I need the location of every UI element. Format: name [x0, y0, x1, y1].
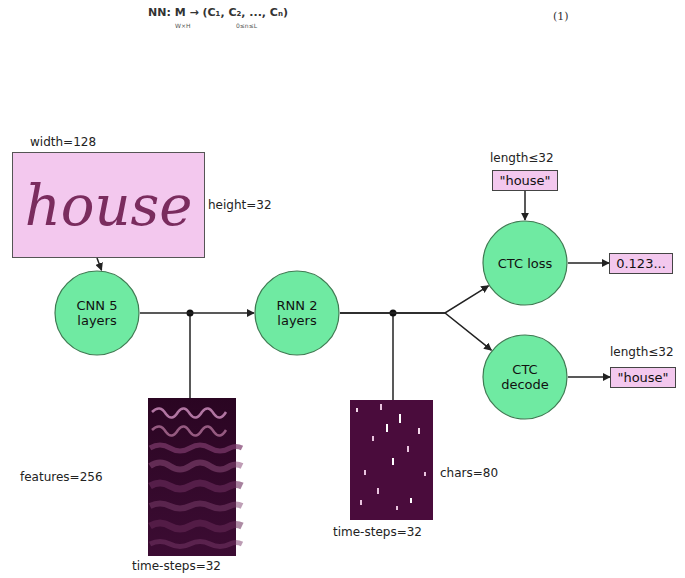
dimension-label: chars=80: [440, 466, 498, 480]
flow-arrow: [340, 286, 489, 313]
equation-subscript-wrap: W×H: [175, 22, 190, 29]
dimension-label-wrap: height=32: [208, 198, 272, 212]
flow-arrow: [97, 258, 102, 270]
dimension-label: time-steps=32: [333, 525, 422, 539]
dimension-label: features=256: [20, 470, 103, 484]
cnn-node: CNN 5 layers: [54, 270, 140, 356]
input-image: house: [12, 152, 205, 258]
node-title: CTC decode: [492, 362, 558, 392]
node-title: RNN 2 layers: [264, 298, 330, 328]
node-title: CTC loss: [498, 256, 553, 271]
char-probability-matrix: [350, 400, 433, 520]
equation-subscript: W×H: [175, 22, 190, 29]
leader-line: [189, 313, 191, 398]
loss-value-box: 0.123...: [609, 253, 673, 274]
node-title: CNN 5 layers: [64, 298, 130, 328]
equation-number-wrap: (1): [553, 10, 569, 23]
dimension-label: height=32: [208, 198, 272, 212]
dimension-label: length≤32: [610, 345, 674, 359]
equation-subscript-wrap: 0≤n≤L: [236, 22, 257, 29]
feature-map-image: [148, 398, 242, 556]
flow-arrow: [524, 191, 526, 221]
equation-wrap: NN: M → (C₁, C₂, ..., Cₙ): [148, 6, 288, 19]
dimension-label-wrap: width=128: [30, 135, 96, 149]
dimension-label-wrap: length≤32: [610, 345, 674, 359]
dimension-label: width=128: [30, 135, 96, 149]
dimension-label-wrap: length≤32: [490, 151, 554, 165]
ctc-decode-node: CTC decode: [482, 334, 568, 420]
rnn-node: RNN 2 layers: [254, 270, 340, 356]
dimension-label-wrap: time-steps=32: [333, 525, 422, 539]
box-text: 0.123...: [616, 256, 666, 271]
flow-arrow: [140, 312, 254, 314]
box-text: house: [25, 173, 193, 238]
equation-number: (1): [553, 10, 569, 23]
dimension-label: time-steps=32: [132, 559, 221, 573]
recognized-text-box: "house": [610, 367, 676, 388]
ctc-loss-node: CTC loss: [482, 220, 568, 306]
ground-truth-box: "house": [492, 170, 558, 191]
box-text: "house": [617, 370, 668, 385]
equation-subscript: 0≤n≤L: [236, 22, 257, 29]
flow-arrow: [340, 313, 491, 350]
flow-arrow: [568, 376, 610, 378]
box-text: "house": [499, 173, 550, 188]
leader-line: [392, 313, 394, 400]
dimension-label: length≤32: [490, 151, 554, 165]
dimension-label-wrap: time-steps=32: [132, 559, 221, 573]
equation: NN: M → (C₁, C₂, ..., Cₙ): [148, 6, 288, 19]
flow-arrow: [568, 262, 609, 264]
dimension-label-wrap: features=256: [20, 470, 103, 484]
dimension-label-wrap: chars=80: [440, 466, 498, 480]
